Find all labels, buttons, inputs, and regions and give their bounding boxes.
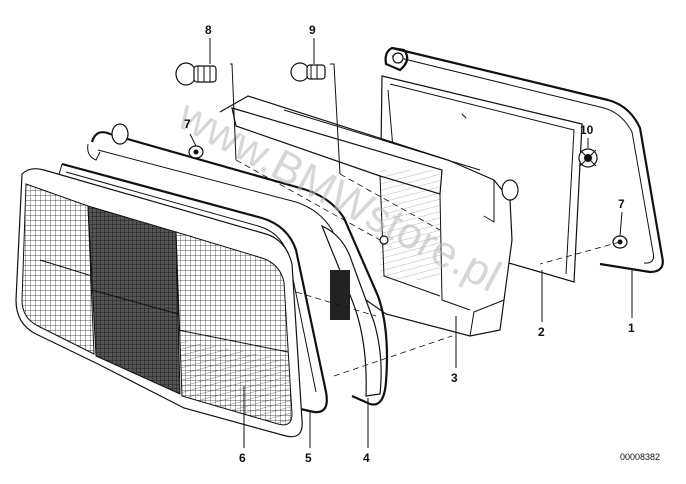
callout-2: 2 [538, 325, 545, 339]
callout-7-right: 7 [618, 197, 625, 211]
callout-10: 10 [580, 123, 594, 137]
document-id: 00008382 [620, 452, 660, 462]
callout-7-left: 7 [184, 117, 191, 131]
callout-8: 8 [205, 23, 212, 37]
socket-part-10 [578, 148, 598, 168]
lamp-housing-part-3 [219, 95, 519, 337]
callout-5: 5 [305, 451, 312, 465]
bulb-part-9 [290, 62, 326, 82]
bulb-part-8 [175, 62, 217, 86]
callout-4: 4 [363, 451, 370, 465]
leader-lines [189, 38, 633, 448]
gasket-seal-part-1 [384, 46, 664, 274]
inner-frame-part-4 [87, 123, 389, 406]
clip-part-7a [188, 145, 204, 159]
callout-3: 3 [451, 371, 458, 385]
callout-6: 6 [239, 451, 246, 465]
callout-1: 1 [628, 321, 635, 335]
callout-9: 9 [309, 23, 316, 37]
lens-part-6 [15, 168, 303, 438]
